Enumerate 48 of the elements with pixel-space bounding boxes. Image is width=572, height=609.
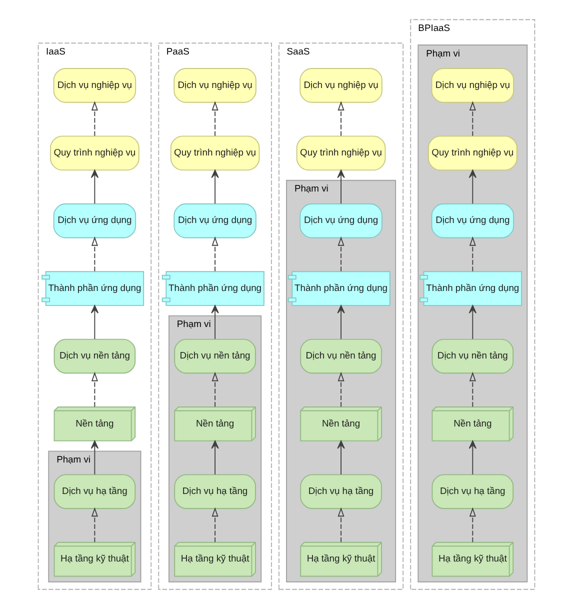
node-box: Dịch vụ nghiệp vụ: [173, 68, 256, 103]
arrow: [337, 101, 344, 136]
node-box: Quy trình nghiệp vụ: [428, 136, 517, 171]
node-box: Dịch vụ nền tảng: [431, 338, 514, 374]
node-box: Dịch vụ nền tảng: [53, 338, 136, 374]
node-box: Dịch vụ ứng dụng: [52, 203, 136, 238]
node-box: Quy trình nghiệp vụ: [296, 136, 386, 171]
node-box: Dịch vụ nghiệp vụ: [52, 68, 136, 103]
arrow: [337, 507, 344, 543]
arrow: [468, 305, 476, 340]
node-box: Dịch vụ ứng dụng: [430, 203, 514, 238]
arrow: [90, 440, 98, 475]
node-box: Dịch vụ ứng dụng: [173, 203, 256, 238]
arrow: [468, 101, 476, 136]
node-box: Dịch vụ hạ tầng: [300, 474, 382, 509]
node-box: Dịch vụ nghiệp vụ: [430, 68, 514, 103]
arrow: [468, 440, 476, 475]
arrow: [468, 170, 476, 204]
arrow: [210, 440, 218, 475]
arrow: [210, 305, 218, 340]
node-box: Dịch vụ nền tảng: [300, 338, 382, 374]
node-box: Dịch vụ nghiệp vụ: [299, 68, 382, 103]
arrow: [211, 507, 218, 543]
arrow: [468, 507, 476, 543]
node-box: Quy trình nghiệp vụ: [170, 136, 260, 171]
arrow: [90, 507, 98, 543]
arrow: [211, 236, 218, 272]
arrow: [90, 170, 98, 204]
arrow: [337, 372, 344, 408]
arrow: [336, 440, 344, 475]
arrow: [90, 236, 98, 272]
node-box: Quy trình nghiệp vụ: [50, 136, 139, 171]
node-box: Dịch vụ hạ tầng: [174, 474, 256, 509]
arrow: [336, 170, 344, 204]
arrow: [211, 101, 218, 136]
node-box: Dịch vụ hạ tầng: [53, 474, 136, 509]
arrow: [90, 101, 98, 136]
arrow: [211, 372, 218, 408]
arrow: [210, 170, 218, 204]
node-box: Dịch vụ ứng dụng: [299, 203, 382, 238]
arrow: [90, 372, 98, 408]
node-box: Dịch vụ nền tảng: [174, 338, 256, 374]
arrow: [90, 305, 98, 340]
arrow: [468, 236, 476, 272]
arrow: [336, 305, 344, 340]
node-box: Dịch vụ hạ tầng: [431, 474, 514, 509]
arrow: [468, 372, 476, 408]
arrow: [337, 236, 344, 272]
